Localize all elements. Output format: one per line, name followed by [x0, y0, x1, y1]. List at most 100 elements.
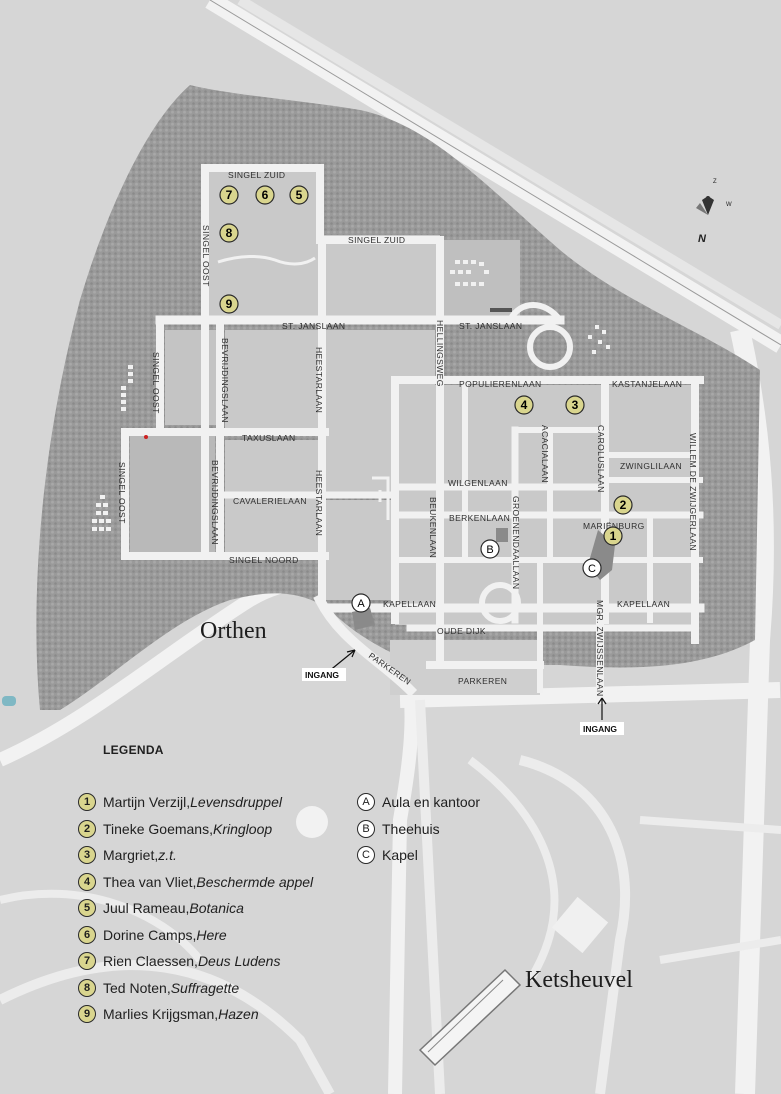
building-marker-c[interactable]: C [582, 558, 602, 578]
street-beukenlaan: BEUKENLAAN [428, 497, 438, 558]
artwork-title: Botanica [189, 900, 244, 916]
artwork-title: Kringloop [212, 820, 273, 837]
grave-field-marks [92, 260, 610, 531]
artwork-title: Deus Ludens [197, 953, 281, 969]
building-letter-badge: A [357, 793, 375, 811]
legend-artwork-2: 2 Tineke Goemans, Kringloop [78, 819, 273, 838]
building-marker-b[interactable]: B [480, 539, 500, 559]
svg-text:7: 7 [226, 188, 233, 202]
artwork-marker-4[interactable]: 4 [514, 395, 534, 415]
red-marker [144, 435, 148, 439]
entrance-west: INGANG [302, 649, 356, 681]
entrance-south: INGANG [580, 697, 624, 735]
artwork-title: Suffragette [170, 979, 240, 996]
street-kastanjelaan: KASTANJELAAN [612, 379, 682, 389]
street-taxuslaan: TAXUSLAAN [242, 433, 296, 443]
compass-south: Z [713, 179, 717, 185]
building-markers: A B C [351, 539, 602, 613]
artwork-number-badge: 4 [78, 872, 96, 891]
artwork-artist: Juul Rameau, [103, 900, 190, 916]
artwork-marker-1[interactable]: 1 [603, 526, 623, 546]
roundabout-south [479, 582, 521, 624]
svg-text:4: 4 [521, 398, 528, 412]
svg-text:C: C [588, 563, 596, 575]
building-label: Kapel [382, 847, 418, 863]
svg-text:1: 1 [610, 529, 617, 543]
street-bevrijdingslaan-south: BEVRIJDINGSLAAN [210, 460, 220, 545]
street-wilgenlaan: WILGENLAAN [448, 478, 508, 488]
street-st-janslaan-west: ST. JANSLAAN [282, 321, 345, 331]
street-singel-oost-south: SINGEL OOST [117, 462, 127, 524]
artwork-artist: Dorine Camps, [103, 926, 197, 943]
artwork-number-badge: 7 [78, 952, 96, 970]
street-heestarlaan-north: HEESTARLAAN [314, 347, 324, 413]
artwork-artist: Rien Claessen, [103, 953, 198, 969]
cemetery-paths [121, 164, 705, 704]
artwork-number-badge: 5 [78, 899, 96, 917]
artwork-number-badge: 1 [78, 793, 96, 811]
street-kapellaan-west: KAPELLAAN [383, 599, 436, 609]
svg-text:8: 8 [226, 226, 233, 240]
artwork-title: Hazen [218, 1006, 259, 1022]
building-letter-badge: B [357, 819, 375, 838]
svg-text:5: 5 [296, 188, 303, 202]
street-zwinglilaan: ZWINGLILAAN [620, 461, 682, 471]
artwork-title: Beschermde appel [196, 873, 314, 890]
svg-text:2: 2 [620, 498, 627, 512]
legend-artwork-5: 5 Juul Rameau, Botanica [78, 899, 244, 917]
artwork-title: Here [196, 926, 227, 943]
street-singel-noord: SINGEL NOORD [229, 555, 299, 565]
artwork-number-badge: 8 [78, 978, 96, 997]
svg-text:3: 3 [572, 398, 579, 412]
artwork-marker-8[interactable]: 8 [219, 223, 239, 243]
street-caroluslaan: CAROLUSLAAN [596, 425, 606, 493]
street-singel-oost-mid: SINGEL OOST [151, 352, 161, 414]
artwork-number-badge: 3 [78, 846, 96, 864]
place-ketsheuvel: Ketsheuvel [525, 967, 633, 993]
artwork-artist: Margriet, [103, 847, 159, 863]
place-orthen: Orthen [200, 618, 267, 644]
artwork-title: Levensdruppel [190, 794, 282, 810]
legend-title: LEGENDA [103, 743, 164, 757]
street-singel-zuid-west: SINGEL ZUID [228, 170, 285, 180]
street-kapellaan-east: KAPELLAAN [617, 599, 670, 609]
street-bevrijdingslaan-north: BEVRIJDINGSLAAN [220, 338, 230, 423]
artwork-marker-9[interactable]: 9 [219, 294, 239, 314]
ketsheuvel-building [296, 806, 609, 1067]
street-heestarlaan-south: HEESTARLAAN [314, 470, 324, 536]
artwork-marker-6[interactable]: 6 [255, 185, 275, 205]
svg-text:A: A [357, 598, 365, 610]
artwork-marker-3[interactable]: 3 [565, 395, 585, 415]
street-berkenlaan: BERKENLAAN [449, 513, 510, 523]
compass-north: N [698, 233, 707, 245]
legend-building-c: C Kapel [357, 846, 418, 864]
street-willem-de-zwijgerlaan: WILLEM DE ZWIJGERLAAN [688, 433, 698, 551]
svg-text:B: B [486, 544, 493, 556]
pond [2, 696, 16, 706]
street-st-janslaan-east: ST. JANSLAAN [459, 321, 522, 331]
legend-artwork-4: 4 Thea van Vliet, Beschermde appel [78, 872, 314, 891]
street-cavalerielaan: CAVALERIELAAN [233, 496, 307, 506]
svg-text:INGANG: INGANG [583, 724, 617, 734]
street-acacialaan: ACACIALAAN [540, 425, 550, 483]
aula-building [352, 608, 375, 630]
building-letter-badge: C [357, 846, 375, 864]
artwork-artist: Tineke Goemans, [103, 820, 213, 837]
artwork-markers: 1 2 3 4 5 6 7 8 9 [219, 185, 633, 546]
artwork-marker-5[interactable]: 5 [289, 185, 309, 205]
artwork-artist: Thea van Vliet, [103, 873, 197, 890]
artwork-marker-2[interactable]: 2 [613, 495, 633, 515]
artwork-marker-7[interactable]: 7 [219, 185, 239, 205]
street-marienburg: MARIËNBURG [583, 521, 645, 531]
theehuis-building [496, 528, 508, 542]
svg-text:9: 9 [226, 297, 233, 311]
artwork-number-badge: 2 [78, 819, 96, 838]
building-marker-a[interactable]: A [351, 593, 371, 613]
